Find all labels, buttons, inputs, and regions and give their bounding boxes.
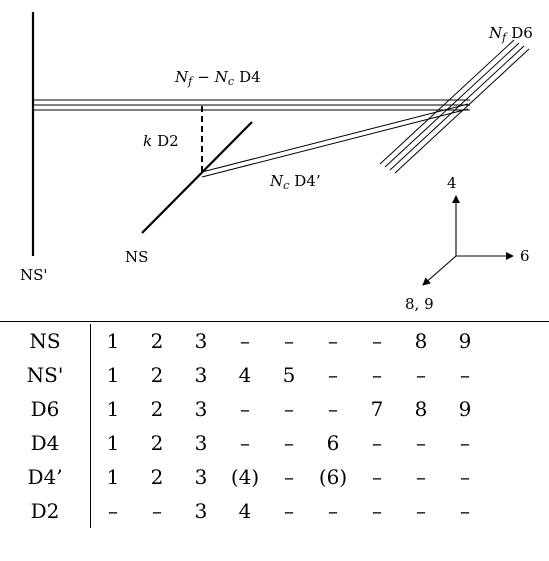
table-row: D6 1 2 3 – – – 7 8 9 (0, 392, 487, 426)
ns-label: NS (125, 248, 148, 266)
d6-brane-stack (379, 39, 530, 174)
table-row: NS' 1 2 3 4 5 – – – – (0, 358, 487, 392)
direction-cell: 4 (238, 363, 252, 387)
direction-cell: – (460, 465, 470, 489)
direction-cell: – (240, 329, 250, 353)
direction-cell: – (284, 397, 294, 421)
axis-diag-arrow (422, 255, 457, 286)
direction-cell: – (328, 397, 338, 421)
direction-cell: 3 (194, 363, 208, 387)
direction-cell: 2 (150, 329, 164, 353)
direction-cell: 9 (458, 329, 472, 353)
direction-cell: (6) (318, 465, 348, 489)
direction-cell: 3 (194, 329, 208, 353)
coordinate-axes (422, 195, 514, 286)
ns-prime-label: NS' (20, 266, 48, 284)
direction-cell: – (284, 465, 294, 489)
table-row: D4 1 2 3 – – 6 – – – (0, 426, 487, 460)
direction-cell: 8 (414, 397, 428, 421)
direction-cell: – (416, 499, 426, 523)
brane-name-cell: D2 (0, 494, 91, 528)
direction-cell: – (416, 431, 426, 455)
direction-cell: (4) (230, 465, 260, 489)
table-row: NS 1 2 3 – – – – 8 9 (0, 324, 487, 358)
direction-cell: 1 (106, 431, 120, 455)
d4-prime-brane-stack (201, 103, 469, 178)
direction-cell: 1 (106, 465, 120, 489)
direction-cell: – (240, 431, 250, 455)
direction-cell: 2 (150, 363, 164, 387)
axis-up-label: 4 (447, 174, 457, 192)
direction-cell: – (240, 397, 250, 421)
axis-right-label: 6 (520, 247, 530, 265)
direction-cell: – (328, 363, 338, 387)
direction-cell: 8 (414, 329, 428, 353)
direction-cell: 3 (194, 397, 208, 421)
d4-brane-stack (33, 99, 470, 111)
direction-cell: 5 (282, 363, 296, 387)
direction-cell: 7 (370, 397, 384, 421)
table-top-rule (0, 321, 549, 322)
direction-cell: – (108, 499, 118, 523)
direction-cell: 3 (194, 499, 208, 523)
direction-cell: 2 (150, 397, 164, 421)
direction-cell: – (284, 431, 294, 455)
direction-cell: – (460, 431, 470, 455)
direction-cell: 1 (106, 329, 120, 353)
direction-cell: 3 (194, 465, 208, 489)
direction-cell: – (152, 499, 162, 523)
direction-cell: 1 (106, 397, 120, 421)
direction-cell: – (460, 363, 470, 387)
direction-cell: – (416, 363, 426, 387)
direction-cell: – (372, 465, 382, 489)
direction-cell: – (372, 363, 382, 387)
direction-cell: 1 (106, 363, 120, 387)
direction-cell: 6 (326, 431, 340, 455)
direction-cell: – (328, 329, 338, 353)
direction-cell: – (284, 329, 294, 353)
direction-cell: 2 (150, 431, 164, 455)
brane-name-cell: NS' (0, 358, 91, 392)
axis-diag-label: 8, 9 (405, 295, 434, 313)
brane-name-cell: D4 (0, 426, 91, 460)
direction-cell: – (460, 499, 470, 523)
direction-cell: – (284, 499, 294, 523)
brane-name-cell: D4’ (0, 460, 91, 494)
direction-cell: 3 (194, 431, 208, 455)
direction-cell: – (328, 499, 338, 523)
direction-cell: 2 (150, 465, 164, 489)
brane-name-cell: NS (0, 324, 91, 358)
direction-cell: – (372, 431, 382, 455)
direction-cell: – (416, 465, 426, 489)
direction-cell: 9 (458, 397, 472, 421)
ns-brane (141, 121, 253, 234)
direction-cell: 4 (238, 499, 252, 523)
brane-name-cell: D6 (0, 392, 91, 426)
direction-cell: – (372, 499, 382, 523)
direction-cell: – (372, 329, 382, 353)
